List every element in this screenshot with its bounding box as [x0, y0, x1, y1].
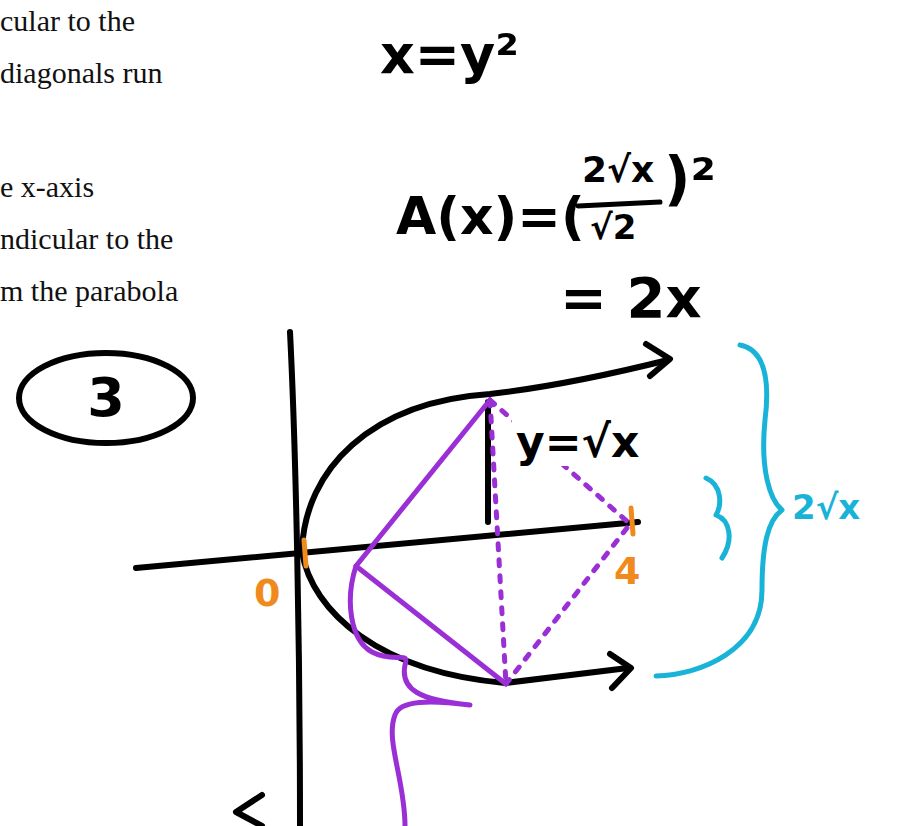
math-annotation: A(x)=( — [396, 190, 585, 242]
math-annotation: x=y² — [380, 28, 519, 82]
tick-four — [631, 508, 633, 534]
fraction-bar — [578, 202, 660, 206]
y-axis — [290, 332, 300, 826]
circled-number: 3 — [14, 348, 198, 448]
purple-bracket — [350, 566, 470, 826]
math-annotation: )² — [664, 150, 716, 208]
math-annotation: 2√x — [792, 490, 860, 524]
math-annotation: 2√x — [582, 152, 654, 188]
axis-value: 4 — [614, 552, 640, 590]
textbook-text: e x-axis — [0, 172, 94, 202]
corner-mark — [236, 795, 262, 826]
math-annotation: √2 — [590, 210, 636, 244]
math-annotation: = 2x — [560, 270, 702, 326]
textbook-text: m the parabola — [0, 276, 178, 306]
arrowhead — [646, 344, 670, 376]
math-annotation: y=√x — [512, 418, 643, 466]
textbook-text: ndicular to the — [0, 224, 173, 254]
cyan-small-brace — [706, 478, 729, 558]
cyan-brace — [656, 345, 782, 676]
square-side — [356, 400, 506, 684]
parabola-upper — [302, 360, 668, 550]
textbook-text: cular to the — [0, 6, 135, 36]
textbook-text: diagonals run — [0, 58, 162, 88]
arrowhead — [610, 654, 631, 688]
callout-number: 3 — [14, 348, 198, 448]
tick-zero — [304, 540, 306, 566]
axis-value: 0 — [254, 574, 280, 612]
